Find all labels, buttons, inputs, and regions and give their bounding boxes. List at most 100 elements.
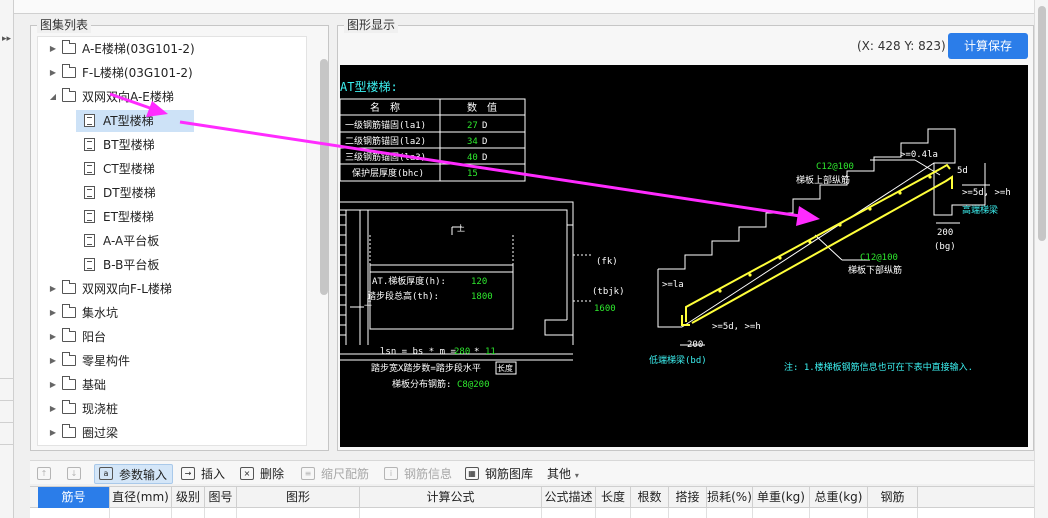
grid-cell[interactable] xyxy=(631,508,669,518)
move-down-button[interactable]: ↓ xyxy=(67,464,83,484)
collapse-arrow-icon[interactable]: ▶ xyxy=(49,404,57,413)
tree-folder[interactable]: ▶双网双向F-L楼梯 xyxy=(48,278,178,300)
tree-folder[interactable]: ▶圈过梁 xyxy=(48,422,178,444)
collapse-arrow-icon[interactable]: ▶ xyxy=(49,284,57,293)
folder-icon xyxy=(62,304,76,318)
grid-cell[interactable] xyxy=(360,508,542,518)
grid-cell[interactable] xyxy=(172,508,205,518)
right-scrollbar[interactable] xyxy=(1034,0,1048,518)
tree-folder[interactable]: ▶F-L楼梯(03G101-2) xyxy=(48,62,193,84)
atlas-tree xyxy=(37,36,328,446)
grid-column-header[interactable]: 图号 xyxy=(205,487,237,509)
folder-icon xyxy=(62,424,76,438)
grid-cell[interactable] xyxy=(110,508,172,518)
la-left-label: >=la xyxy=(662,280,684,290)
grid-cell[interactable] xyxy=(237,508,360,518)
expand-arrow-icon[interactable]: ◢ xyxy=(49,92,57,101)
grid-column-header[interactable]: 损耗(%) xyxy=(707,487,753,509)
tree-item[interactable]: CT型楼梯 xyxy=(76,158,194,180)
tree-item[interactable]: B-B平台板 xyxy=(76,254,194,276)
collapse-arrow-icon[interactable]: ▶ xyxy=(49,380,57,389)
collapse-arrow-icon[interactable]: ▶ xyxy=(49,428,57,437)
grid-cell[interactable] xyxy=(810,508,868,518)
tree-folder[interactable]: ▶基础 xyxy=(48,374,178,396)
grid-column-header[interactable]: 图形 xyxy=(237,487,360,509)
grid-column-header[interactable]: 钢筋 xyxy=(868,487,918,509)
grid-cell[interactable] xyxy=(669,508,707,518)
others-dropdown[interactable]: 其他 ▾ xyxy=(547,464,587,484)
grid-cell[interactable] xyxy=(38,508,110,518)
grid-column-header[interactable]: 筋号 xyxy=(38,487,110,509)
table-row-value: 34 xyxy=(467,137,478,147)
drawing-title: AT型楼梯: xyxy=(340,79,398,94)
grid-cell[interactable] xyxy=(753,508,810,518)
param-input-label: 参数输入 xyxy=(119,468,168,482)
tree-scrollbar[interactable] xyxy=(320,59,328,295)
drawing-canvas[interactable]: AT型楼梯: 名 称 数 值 一级钢筋锚固(la1) 27 D 二级钢筋锚固(l… xyxy=(340,65,1028,447)
grid-cell[interactable] xyxy=(542,508,596,518)
scale-rebar-button[interactable]: ≡ 缩尺配筋 xyxy=(301,464,373,484)
tree-item-label: 阳台 xyxy=(82,330,107,344)
grid-column-header[interactable]: 单重(kg) xyxy=(753,487,810,509)
grid-column-header[interactable]: 级别 xyxy=(172,487,205,509)
tree-item-label: 双网双向A-E楼梯 xyxy=(82,90,174,104)
grid-column-header[interactable]: 公式描述 xyxy=(542,487,596,509)
tree-folder[interactable]: ▶A-E楼梯(03G101-2) xyxy=(48,38,195,60)
grid-column-header[interactable]: 计算公式 xyxy=(360,487,542,509)
param-input-icon: a xyxy=(99,467,113,480)
grid-cell[interactable] xyxy=(707,508,753,518)
collapse-arrow-icon[interactable]: ▶ xyxy=(49,68,57,77)
grid-cell[interactable] xyxy=(596,508,631,518)
param-input-button[interactable]: a 参数输入 xyxy=(94,464,173,484)
document-icon xyxy=(84,114,95,127)
grid-column-header[interactable]: 根数 xyxy=(631,487,669,509)
collapse-arrow-icon[interactable]: ▶ xyxy=(49,308,57,317)
drawing-note: 注: 1.楼梯板钢筋信息也可在下表中直接输入. xyxy=(784,361,973,373)
grid-cell[interactable] xyxy=(868,508,918,518)
tree-folder[interactable]: ▶集水坑 xyxy=(48,302,178,324)
table-header-value: 数 值 xyxy=(467,101,497,114)
low-end-beam xyxy=(657,269,682,328)
rebar-library-icon: ▦ xyxy=(465,467,479,480)
grid-column-header[interactable]: 直径(mm) xyxy=(110,487,172,509)
collapse-arrow-icon[interactable]: ▶ xyxy=(49,332,57,341)
up-direction-glyph: 上 xyxy=(457,224,465,233)
tree-folder[interactable]: ◢ 双网双向A-E楼梯 xyxy=(48,86,178,108)
d5-top-label: 5d xyxy=(957,166,968,176)
scale-rebar-label: 缩尺配筋 xyxy=(321,467,370,481)
document-icon xyxy=(84,138,95,151)
la-top-label: >=0.4la xyxy=(900,150,938,160)
move-up-button[interactable]: ↑ xyxy=(37,464,53,484)
tree-item[interactable]: BT型楼梯 xyxy=(76,134,194,156)
tree-folder[interactable]: ▶现浇桩 xyxy=(48,398,178,420)
distribution-rebar-label: 梯板分布钢筋: xyxy=(392,378,451,390)
delete-button[interactable]: × 删除 xyxy=(240,464,290,484)
tree-item-label: ET型楼梯 xyxy=(103,210,154,224)
grid-column-header[interactable]: 搭接 xyxy=(669,487,707,509)
arrow-up-icon: ↑ xyxy=(37,467,51,480)
thickness-label: AT.梯板厚度(h): xyxy=(372,275,446,287)
tree-folder[interactable]: ▶零星构件 xyxy=(48,350,178,372)
stair-soffit xyxy=(681,162,935,328)
grid-column-header[interactable]: 总重(kg) xyxy=(810,487,868,509)
rebar-library-button[interactable]: ▦ 钢筋图库 xyxy=(465,464,541,484)
edge-divider xyxy=(0,400,14,401)
plan-hidden-lines xyxy=(369,235,592,329)
calculate-save-button[interactable]: 计算保存 xyxy=(948,33,1028,59)
right-scrollbar-thumb[interactable] xyxy=(1038,6,1046,241)
grid-cell[interactable] xyxy=(205,508,237,518)
insert-button[interactable]: → 插入 xyxy=(181,464,231,484)
collapse-arrow-icon[interactable]: ▶ xyxy=(49,44,57,53)
collapse-arrow-icon[interactable]: ▶ xyxy=(49,356,57,365)
width-200-left: 200 xyxy=(687,340,703,350)
low-beam-label: 低端梯梁(bd) xyxy=(649,354,707,366)
expand-chevron-icon[interactable]: ▸▸ xyxy=(2,34,12,44)
tree-item[interactable]: DT型楼梯 xyxy=(76,182,194,204)
tree-item[interactable]: A-A平台板 xyxy=(76,230,194,252)
grid-column-header[interactable]: 长度 xyxy=(596,487,631,509)
tree-folder[interactable]: ▶ 阳台 xyxy=(48,326,178,348)
tree-item[interactable]: ET型楼梯 xyxy=(76,206,194,228)
rebar-info-button[interactable]: i 钢筋信息 xyxy=(384,464,456,484)
tree-item[interactable]: AT型楼梯 xyxy=(76,110,194,132)
upper-bar-leader xyxy=(914,159,941,176)
